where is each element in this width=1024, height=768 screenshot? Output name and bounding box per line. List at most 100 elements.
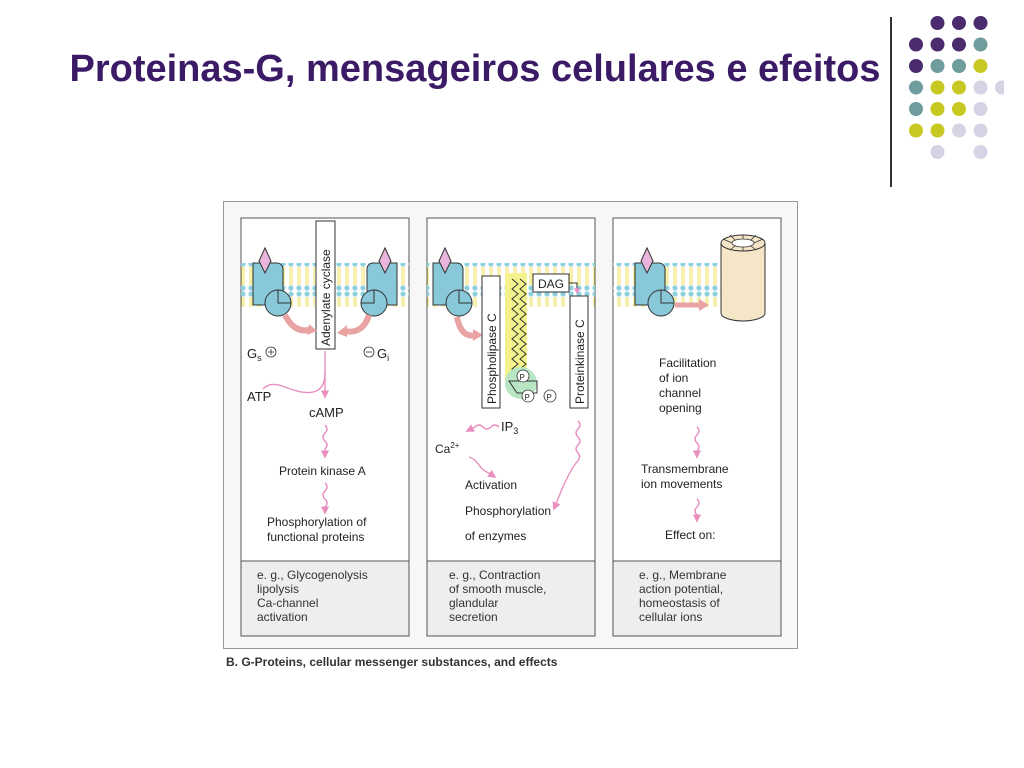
atp-path — [262, 351, 326, 394]
example-line: secretion — [449, 610, 498, 624]
examples-box — [240, 560, 410, 637]
gi-label: G — [377, 346, 387, 361]
receptor — [432, 246, 473, 317]
decorative-dot — [973, 123, 988, 138]
decorative-dot — [995, 80, 1004, 95]
g-protein-figure: Adenylate cyclase Gs Gi ATP cAMP Protein… — [223, 201, 798, 649]
decorative-dot — [930, 59, 945, 73]
wavy-arrow — [320, 482, 330, 515]
pka-label: Protein kinase A — [279, 464, 366, 478]
example-line: homeostasis of — [639, 596, 720, 610]
example-line: of smooth muscle, — [449, 582, 546, 596]
phosphate-label: P — [525, 393, 530, 402]
examples-box — [612, 560, 782, 637]
facilitation-line: of ion — [659, 371, 688, 385]
minus-icon — [363, 346, 375, 358]
decorative-dot — [930, 123, 945, 138]
svg-text:IP3: IP3 — [501, 419, 518, 436]
decorative-dot — [973, 16, 988, 30]
phosphate-label: P — [520, 373, 525, 382]
gs-subscript: s — [257, 353, 262, 363]
example-line: action potential, — [639, 582, 723, 596]
dag-column — [505, 273, 527, 381]
transmembrane-line: ion movements — [641, 477, 722, 491]
receptor — [634, 246, 675, 317]
phosphate-label: P — [547, 393, 552, 402]
divider-line — [890, 17, 892, 187]
example-line: Ca-channel — [257, 596, 318, 610]
calcium-label: Ca — [435, 442, 451, 456]
decorative-dot — [930, 37, 945, 52]
gs-label: G — [247, 346, 257, 361]
decorative-dot — [973, 102, 988, 116]
decorative-dot — [909, 123, 923, 138]
phospholipase-c-label: Phospholipase C — [485, 313, 499, 404]
of-enzymes-label: of enzymes — [465, 529, 526, 543]
effect-line-1: Phosphorylation of — [267, 515, 367, 529]
atp-label: ATP — [247, 389, 271, 404]
effect-on-label: Effect on: — [665, 528, 715, 542]
slide-title: Proteinas-G, mensageiros celulares e efe… — [69, 48, 881, 90]
example-line: lipolysis — [257, 582, 299, 596]
wavy-arrow — [692, 426, 702, 459]
decorative-dot — [973, 59, 988, 73]
decorative-dot — [952, 80, 966, 95]
phosphorylation-label: Phosphorylation — [465, 504, 551, 518]
receptor-right — [360, 246, 398, 317]
panel-adenylate-cyclase: Adenylate cyclase Gs Gi ATP cAMP Protein… — [240, 217, 410, 637]
wavy-arrow — [465, 424, 500, 432]
facilitation-line: channel — [659, 386, 701, 400]
wavy-arrow — [692, 498, 702, 523]
adenylate-cyclase-label: Adenylate cyclase — [319, 249, 333, 346]
wavy-arrow — [320, 424, 330, 459]
decorative-dot — [909, 59, 923, 73]
example-line: e. g., Contraction — [449, 568, 540, 582]
decorative-dot — [952, 59, 966, 73]
svg-text:Ca2+: Ca2+ — [435, 441, 460, 456]
decorative-dot — [930, 102, 945, 116]
activation-label: Activation — [465, 478, 517, 492]
decorative-dot — [930, 80, 945, 95]
decorative-dot — [952, 123, 966, 138]
ip3-subscript: 3 — [513, 426, 518, 436]
decorative-dot — [909, 102, 923, 116]
figure-caption: B. G-Proteins, cellular messenger substa… — [226, 655, 558, 669]
transmembrane-line: Transmembrane — [641, 462, 729, 476]
pkc-arrow — [552, 420, 581, 511]
example-line: glandular — [449, 596, 498, 610]
dag-label: DAG — [538, 277, 564, 291]
calcium-superscript: 2+ — [450, 441, 459, 450]
example-line: e. g., Membrane — [639, 568, 727, 582]
decorative-dot — [909, 80, 923, 95]
example-line: e. g., Glycogenolysis — [257, 568, 368, 582]
wavy-arrow — [468, 456, 497, 478]
example-line: cellular ions — [639, 610, 702, 624]
decorative-dot — [952, 102, 966, 116]
svg-text:Gi: Gi — [377, 346, 389, 363]
decorative-dot — [930, 145, 945, 159]
protein-kinase-c-box — [569, 295, 589, 409]
decorative-dot — [952, 16, 966, 30]
protein-kinase-c-label: Proteinkinase C — [573, 319, 587, 404]
panel-phospholipase-c: Phospholipase C P P P DAG Proteinkinase … — [426, 217, 596, 637]
adenylate-cyclase-box — [315, 220, 336, 350]
panel-ion-channel: Facilitation of ion channel opening Tran… — [612, 217, 782, 637]
receptor-left — [252, 246, 292, 317]
camp-label: cAMP — [309, 405, 344, 420]
ip3-label: IP — [501, 419, 513, 434]
facilitation-line: Facilitation — [659, 356, 716, 370]
decorative-dot — [952, 37, 966, 52]
plus-icon — [265, 346, 277, 358]
effect-line-2: functional proteins — [267, 530, 364, 544]
decorative-dot — [973, 80, 988, 95]
phospholipase-c-box — [481, 275, 501, 409]
gi-subscript: i — [387, 353, 389, 363]
facilitation-line: opening — [659, 401, 702, 415]
dot-grid-logo — [909, 16, 1004, 159]
decorative-dot — [973, 37, 988, 52]
decorative-dot — [973, 145, 988, 159]
decorative-dot — [930, 16, 945, 30]
decorative-dot — [909, 37, 923, 52]
ion-channel-cylinder — [720, 234, 766, 322]
svg-text:Gs: Gs — [247, 346, 262, 363]
